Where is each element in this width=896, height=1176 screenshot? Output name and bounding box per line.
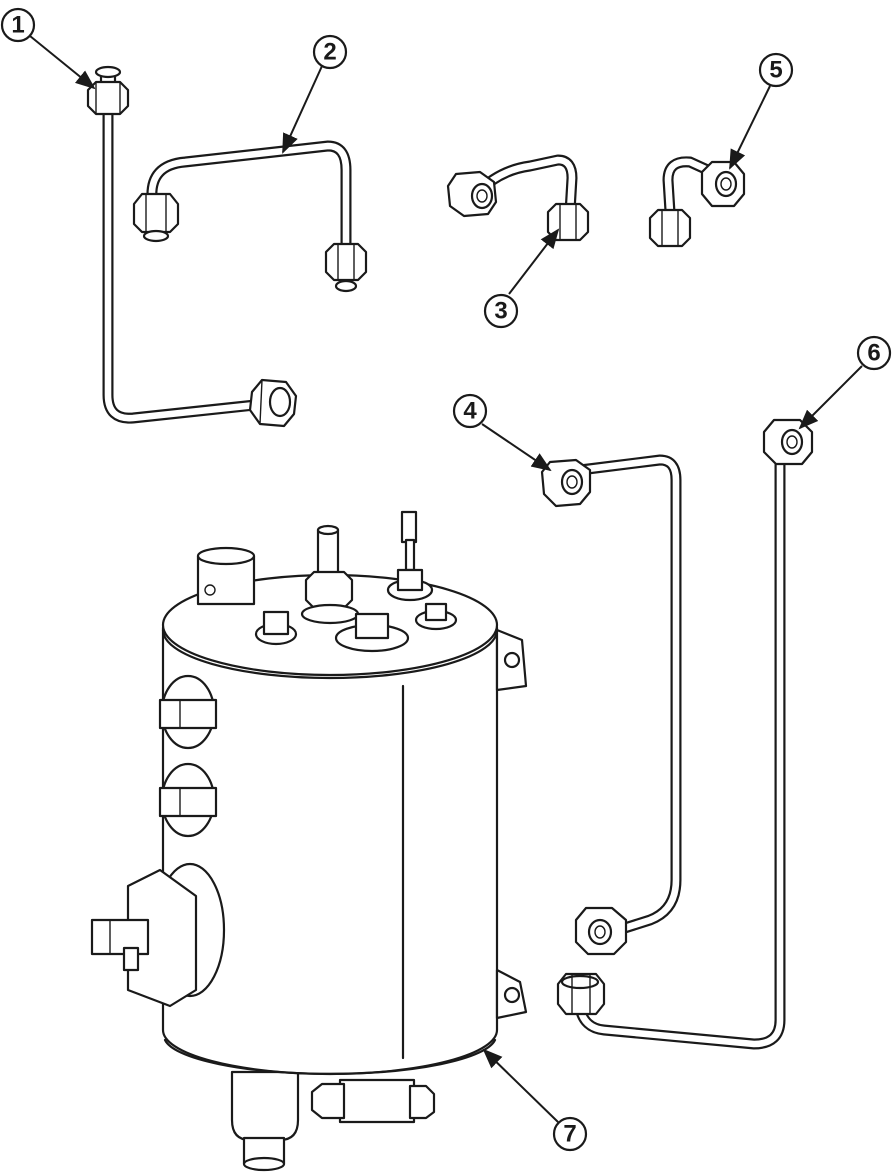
callout-7: 7: [482, 1048, 588, 1152]
callout-2: 2: [282, 34, 348, 154]
pipe-1-end-nut: [248, 378, 298, 428]
tank-thermostat-upper: [158, 674, 218, 750]
svg-text:6: 6: [867, 340, 880, 367]
pipe-3-left-nut: [446, 170, 498, 218]
pipe-part-2: [132, 140, 368, 293]
svg-text:5: 5: [769, 57, 782, 84]
pipe-2-right-nut: [324, 242, 368, 293]
callout-4: 4: [452, 393, 552, 472]
callout-3: 3: [483, 228, 560, 329]
callout-6: 6: [798, 335, 892, 430]
pipe-1-top-nut: [86, 65, 130, 116]
tank-top-fittings: [196, 510, 458, 653]
pipe-part-6: [556, 418, 814, 1050]
svg-text:4: 4: [463, 398, 477, 425]
pipe-part-3: [446, 154, 590, 242]
pipe-6-top-nut: [762, 418, 814, 466]
svg-text:1: 1: [11, 12, 24, 39]
callout-5: 5: [729, 52, 794, 170]
pipe-5-lower-nut: [648, 208, 692, 248]
callout-1: 1: [0, 7, 96, 90]
svg-text:7: 7: [563, 1121, 576, 1148]
pipe-part-4: [540, 454, 682, 956]
boiler-tank-part-7: [90, 510, 528, 1172]
pipe-4-bottom-nut: [574, 906, 628, 956]
tank-heating-element-flange: [90, 862, 226, 1008]
svg-text:2: 2: [323, 39, 336, 66]
tank-thermostat-lower: [158, 762, 218, 838]
pipe-6-bottom-nut: [556, 972, 606, 1016]
tank-side-brackets: [495, 628, 528, 1020]
svg-text:3: 3: [494, 298, 507, 325]
pipe-5-upper-nut: [700, 160, 746, 208]
pipe-part-1: [86, 65, 298, 428]
pipe-4-top-nut: [540, 458, 592, 508]
pipe-part-5: [648, 156, 746, 248]
tank-bottom-fittings: [230, 1070, 436, 1172]
pipe-2-left-nut: [132, 192, 180, 243]
